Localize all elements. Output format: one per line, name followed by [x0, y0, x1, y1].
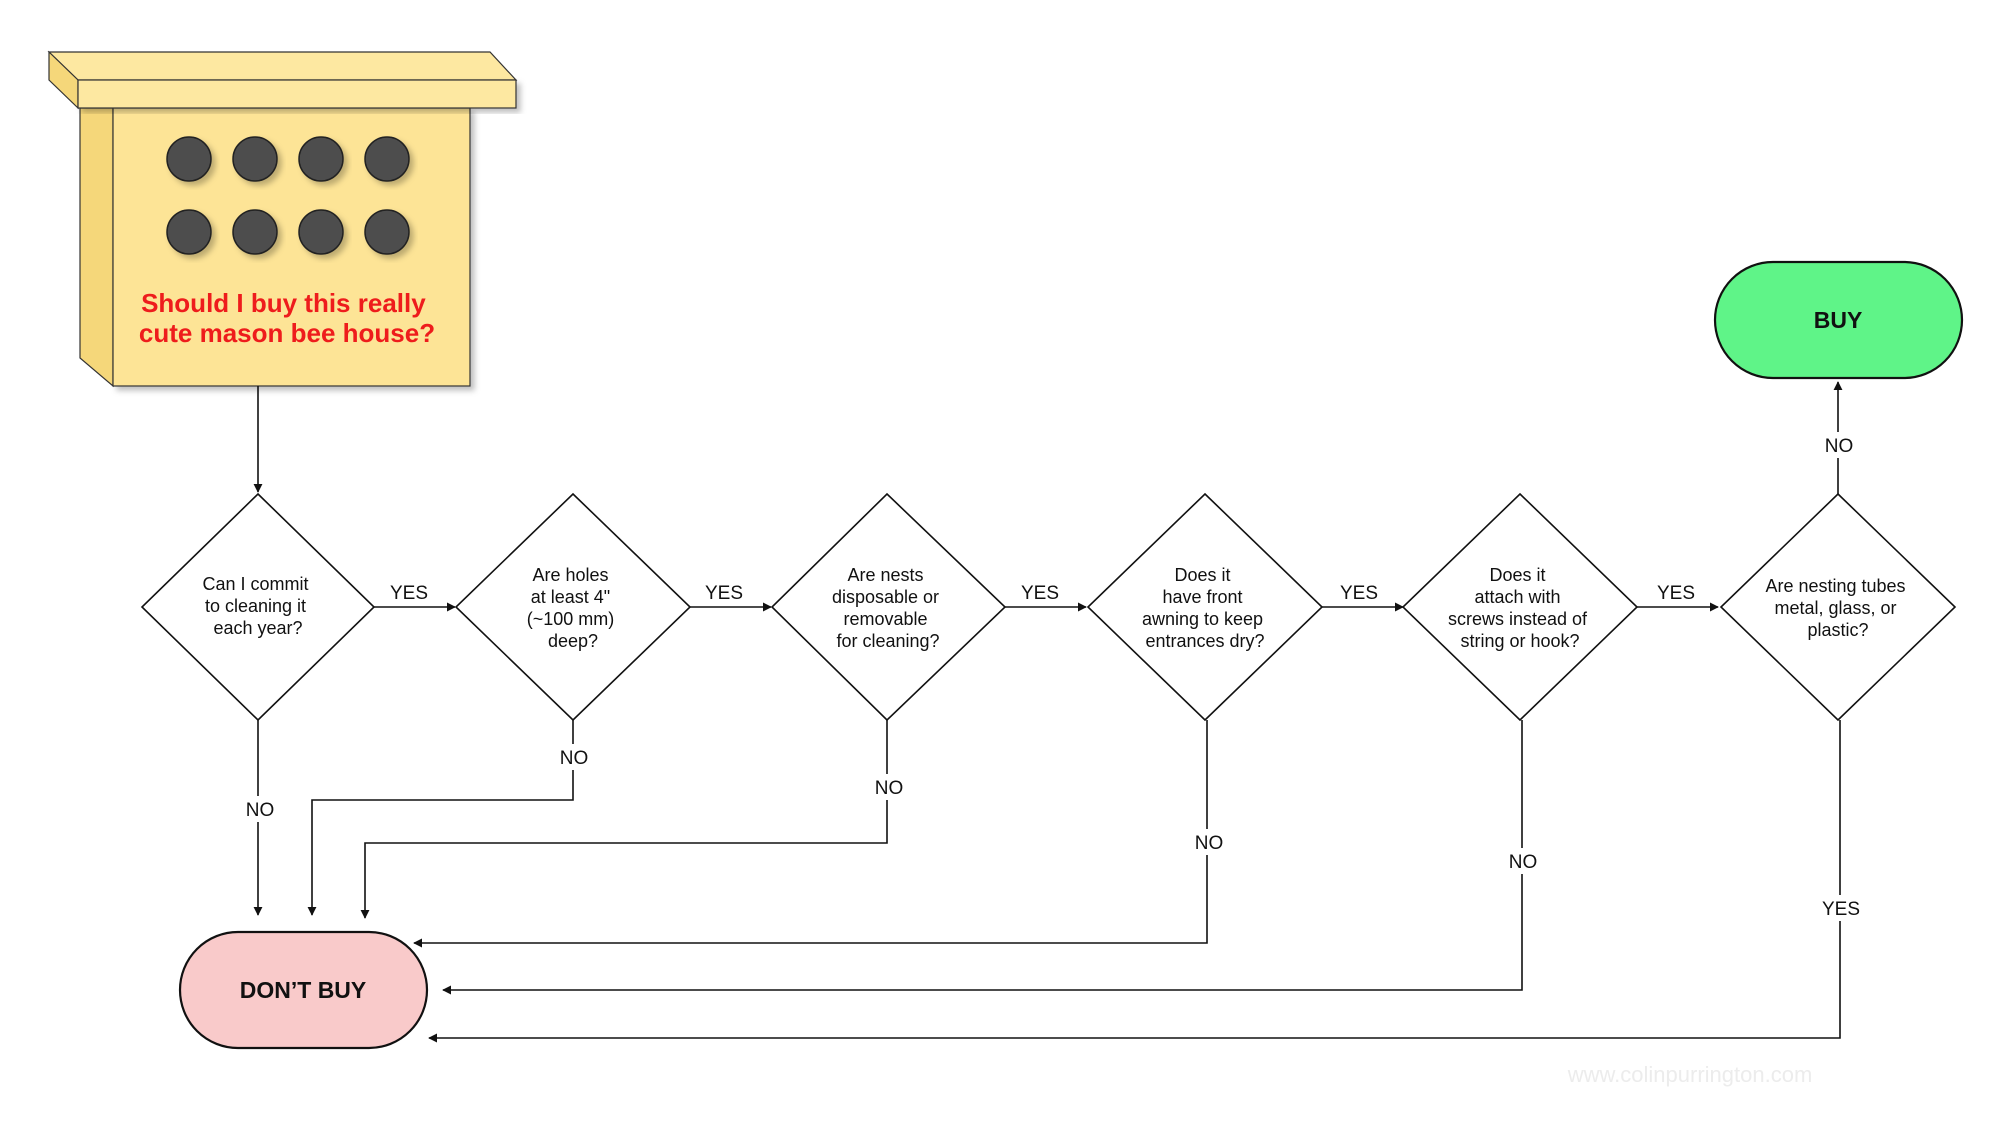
label-bg [1502, 848, 1542, 874]
decision-line: removable [843, 609, 927, 629]
edge-label-no: NO [1195, 833, 1224, 854]
nesting-hole [232, 209, 278, 255]
terminal-dont-buy: DON’T BUY [178, 930, 429, 1050]
decision-line: entrances dry? [1145, 631, 1264, 651]
decision-line: string or hook? [1460, 631, 1579, 651]
decision-diamond [770, 492, 1007, 722]
nesting-hole [166, 209, 212, 255]
terminal-buy-shape [1713, 260, 1964, 380]
label-bg [553, 744, 593, 770]
connector-d2-no [307, 720, 574, 916]
terminal-buy-label: BUY [1814, 307, 1863, 333]
decision-line: Are nests [847, 565, 923, 585]
start-question: Should I buy this really cute mason bee … [139, 288, 435, 348]
decision-diamond [1719, 492, 1957, 722]
label-bg [238, 796, 278, 822]
decision-line: Does it [1489, 565, 1545, 585]
nesting-hole [364, 209, 410, 255]
decision-line: disposable or [832, 587, 939, 607]
decision-line: Are holes [532, 565, 608, 585]
decision-line: awning to keep [1142, 609, 1263, 629]
edge-label-yes: YES [390, 583, 428, 604]
nesting-hole [298, 136, 344, 182]
nesting-hole [364, 136, 410, 182]
mason-bee-house-icon: Should I buy this really cute mason bee … [47, 50, 518, 388]
decision-diamond [140, 492, 376, 722]
decision-line: have front [1162, 587, 1242, 607]
decision-line: attach with [1474, 587, 1560, 607]
decision-diamond [1401, 492, 1639, 722]
nesting-hole [166, 136, 212, 182]
edge-label-no: NO [1825, 436, 1854, 457]
decision-nodes: Can I commit to cleaning it each year? A… [140, 492, 1957, 722]
decision-text: Are nesting tubes metal, glass, or plast… [1765, 576, 1910, 640]
decision-diamond [1086, 492, 1324, 722]
decision-tube-material: Are nesting tubes metal, glass, or plast… [1719, 492, 1957, 722]
house-roof-front [77, 79, 517, 109]
terminal-buy: BUY [1713, 260, 1964, 380]
decision-line: Are nesting tubes [1765, 576, 1905, 596]
start-question-line: cute mason bee house? [139, 318, 435, 348]
decision-diamond [454, 492, 692, 722]
house-side-panel [79, 107, 114, 388]
decision-text: Are nests disposable or removable for cl… [832, 565, 944, 651]
decision-screws-attachment: Does it attach with screws instead of st… [1401, 492, 1639, 722]
edge-labels: YES YES YES YES YES NO NO NO NO NO NO YE… [238, 432, 1863, 921]
terminal-dont-buy-label: DON’T BUY [240, 977, 367, 1003]
label-bg [384, 580, 434, 604]
edge-label-yes: YES [1021, 583, 1059, 604]
nesting-hole [232, 136, 278, 182]
connector-d3-no [360, 720, 888, 919]
edge-label-no: NO [1509, 852, 1538, 873]
decision-line: screws instead of [1448, 609, 1588, 629]
nesting-holes [166, 136, 410, 255]
edge-label-no: NO [246, 800, 275, 821]
decision-hole-depth: Are holes at least 4" (~100 mm) deep? [454, 492, 692, 722]
label-bg [867, 774, 907, 800]
connector-d6-yes [428, 720, 1841, 1043]
decision-commit-cleaning: Can I commit to cleaning it each year? [140, 492, 376, 722]
decision-line: to cleaning it [205, 596, 306, 616]
connector-d5-no [442, 720, 1523, 995]
edge-label-no: NO [875, 778, 904, 799]
decision-line: metal, glass, or [1774, 598, 1896, 618]
edge-label-yes: YES [1657, 583, 1695, 604]
terminal-dont-buy-shape [178, 930, 429, 1050]
house-roof-top [47, 51, 518, 81]
decision-line: at least 4" [531, 587, 610, 607]
decision-line: Does it [1174, 565, 1230, 585]
decision-text: Does it have front awning to keep entran… [1142, 565, 1268, 651]
label-bg [1818, 432, 1858, 458]
decision-line: Can I commit [202, 574, 308, 594]
nesting-hole [298, 209, 344, 255]
decision-line: each year? [213, 618, 302, 638]
watermark-text: www.colinpurrington.com [1567, 1062, 1813, 1087]
edge-label-yes: YES [1822, 899, 1860, 920]
edge-label-no: NO [560, 748, 589, 769]
decision-line: plastic? [1807, 620, 1868, 640]
label-bg [1817, 895, 1863, 921]
edge-label-yes: YES [1340, 583, 1378, 604]
decision-line: for cleaning? [836, 631, 939, 651]
decision-removable-nests: Are nests disposable or removable for cl… [770, 492, 1007, 722]
decision-line: deep? [548, 631, 598, 651]
edge-label-yes: YES [705, 583, 743, 604]
connector-d4-no [413, 720, 1208, 948]
start-question-line: Should I buy this really [141, 288, 426, 318]
connectors [253, 381, 1843, 1043]
decision-text: Does it attach with screws instead of st… [1448, 565, 1592, 651]
decision-front-awning: Does it have front awning to keep entran… [1086, 492, 1324, 722]
decision-line: (~100 mm) [527, 609, 615, 629]
decision-text: Are holes at least 4" (~100 mm) deep? [527, 565, 620, 651]
decision-text: Can I commit to cleaning it each year? [202, 574, 313, 638]
label-bg [1188, 829, 1228, 855]
